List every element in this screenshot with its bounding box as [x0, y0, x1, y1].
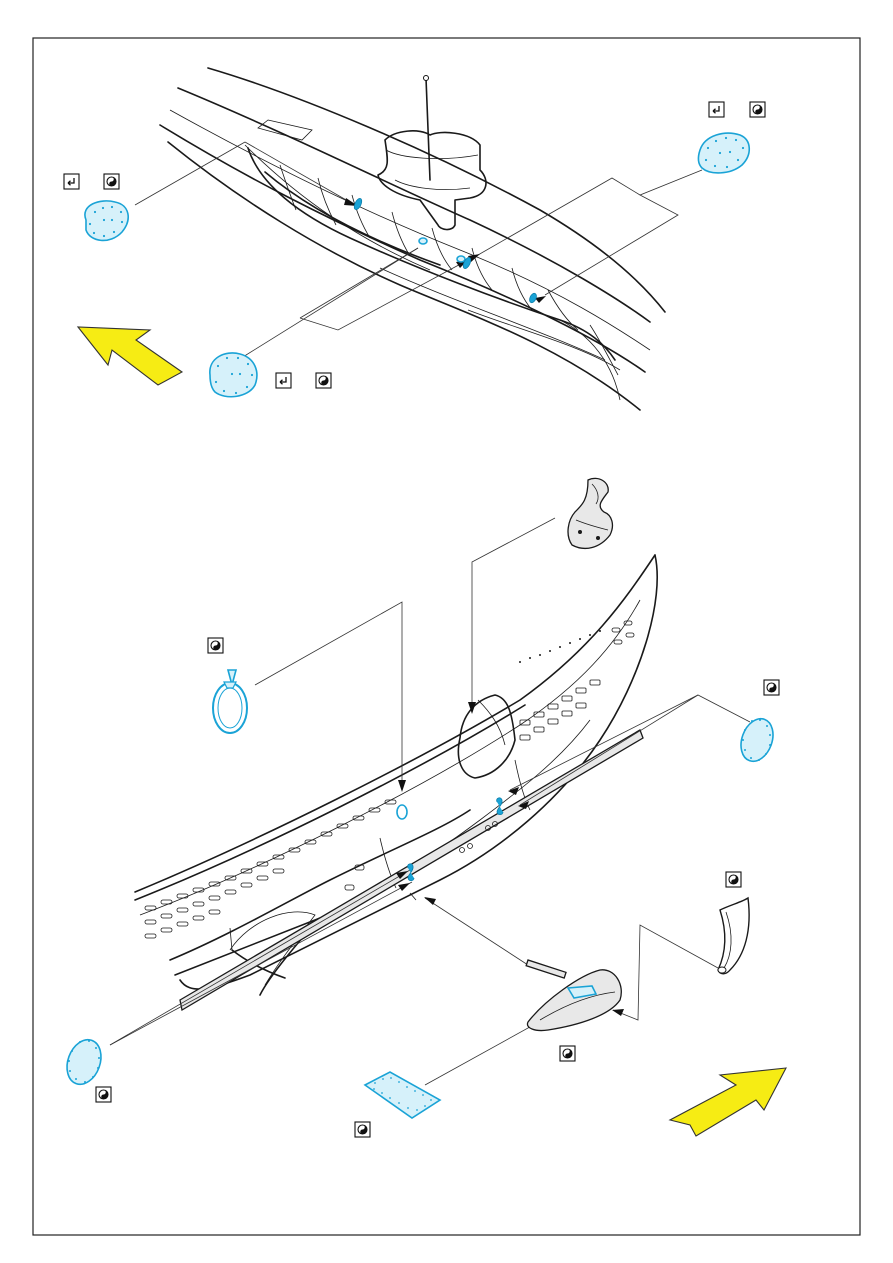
rudder-fairing: [718, 898, 749, 974]
color-symbol: [355, 1122, 370, 1137]
color-symbol: [726, 872, 741, 887]
color-symbol: [96, 1087, 111, 1102]
air-intake-grille-center: [210, 353, 257, 397]
ring-part: [213, 670, 247, 733]
conning-tower-fitting: [568, 478, 612, 548]
color-symbol: [560, 1046, 575, 1061]
color-symbol: [764, 680, 779, 695]
air-intake-grille-right: [698, 133, 749, 173]
bottom-hull-assembly: [135, 555, 657, 1010]
rudder-assembly: [526, 960, 621, 1031]
color-symbol: [316, 373, 331, 388]
page-border: [33, 38, 860, 1235]
round-grille-right: [735, 714, 778, 766]
direction-arrow-bottom: [670, 1068, 786, 1136]
round-grille-left: [61, 1035, 107, 1089]
bend-symbol: [276, 373, 291, 388]
top-leaders: [135, 142, 702, 360]
bottom-leaders: [110, 518, 750, 1085]
rudder-plate: [365, 1072, 440, 1118]
bend-symbol: [709, 102, 724, 117]
color-symbol: [208, 638, 223, 653]
color-symbol: [104, 174, 119, 189]
installed-parts-bottom: [397, 798, 503, 881]
installed-grilles-top: [353, 197, 538, 304]
color-symbol: [750, 102, 765, 117]
direction-arrow-top: [78, 327, 182, 385]
bend-symbol: [64, 174, 79, 189]
air-intake-grille-left: [85, 201, 128, 241]
